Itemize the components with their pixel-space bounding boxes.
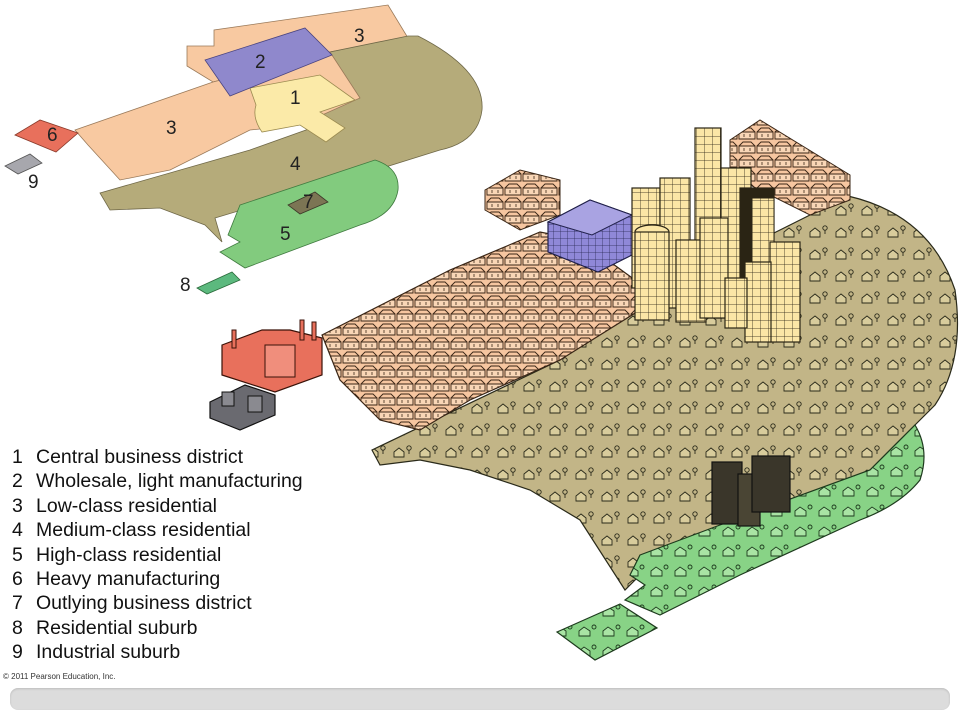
legend-item: 9 Industrial suburb — [12, 641, 372, 665]
city-illustration — [209, 119, 959, 661]
zone-legend: 1 Central business district 2 Wholesale, li… — [12, 446, 372, 666]
legend-label: High-class residential — [36, 543, 222, 566]
zone-5-shape — [219, 159, 399, 269]
legend-item: 2 Wholesale, light manufacturing — [12, 470, 372, 494]
legend-label: Wholesale, light manufacturing — [36, 470, 303, 493]
zone-1-shape — [249, 74, 356, 143]
zone-label-5: 5 — [280, 224, 291, 245]
zone-label-8: 8 — [180, 275, 191, 296]
zone-map: 1 2 3 3 4 5 6 7 8 9 — [4, 4, 483, 296]
legend-number: 2 — [12, 470, 23, 493]
low-class-upper-area — [484, 169, 561, 231]
low-class-area — [321, 231, 641, 431]
legend-number: 9 — [12, 641, 23, 664]
legend-number: 4 — [12, 519, 23, 542]
legend-label: Residential suburb — [36, 616, 198, 639]
legend-label: Low-class residential — [36, 494, 217, 517]
zone-8-shape — [196, 271, 241, 295]
legend-number: 1 — [12, 446, 23, 468]
legend-number: 5 — [12, 543, 23, 566]
zone-label-9: 9 — [28, 172, 39, 193]
legend-number: 7 — [12, 592, 23, 615]
zone-label-7: 7 — [303, 192, 314, 213]
zone-2-shape — [204, 27, 333, 97]
bottom-scroll-bar — [10, 688, 950, 710]
zone-4-shape — [99, 35, 483, 243]
zone-label-1: 1 — [290, 88, 301, 109]
legend-label: Medium-class residential — [36, 519, 251, 542]
legend-item: 8 Residential suburb — [12, 617, 372, 641]
outlying-business-buildings — [711, 455, 791, 527]
cbd-skyscrapers — [631, 127, 801, 343]
zone-label-3-upper: 3 — [354, 26, 365, 47]
legend-number: 3 — [12, 494, 23, 517]
high-class-area — [623, 424, 925, 616]
legend-item: 5 High-class residential — [12, 544, 372, 568]
legend-label: Industrial suburb — [36, 641, 181, 664]
legend-number: 8 — [12, 616, 23, 639]
zone-6-shape — [14, 119, 79, 153]
legend-label: Outlying business district — [36, 592, 252, 615]
heavy-manufacturing-factory — [221, 319, 323, 393]
zone-7-shape — [287, 191, 329, 215]
zone-label-4: 4 — [290, 154, 301, 175]
legend-item: 1 Central business district — [12, 446, 372, 470]
legend-number: 6 — [12, 567, 23, 590]
legend-label: Central business district — [36, 446, 243, 468]
copyright-notice: © 2011 Pearson Education, Inc. — [3, 672, 116, 681]
zone-label-2: 2 — [255, 52, 266, 73]
industrial-suburb-buildings — [209, 384, 276, 431]
zone-9-shape — [4, 153, 43, 175]
legend-item: 3 Low-class residential — [12, 495, 372, 519]
zone-label-6: 6 — [47, 125, 58, 146]
zone-label-3-lower: 3 — [166, 118, 177, 139]
legend-item: 7 Outlying business district — [12, 592, 372, 616]
legend-label: Heavy manufacturing — [36, 567, 221, 590]
residential-suburb-area — [555, 603, 659, 661]
legend-item: 4 Medium-class residential — [12, 519, 372, 543]
legend-item: 6 Heavy manufacturing — [12, 568, 372, 592]
